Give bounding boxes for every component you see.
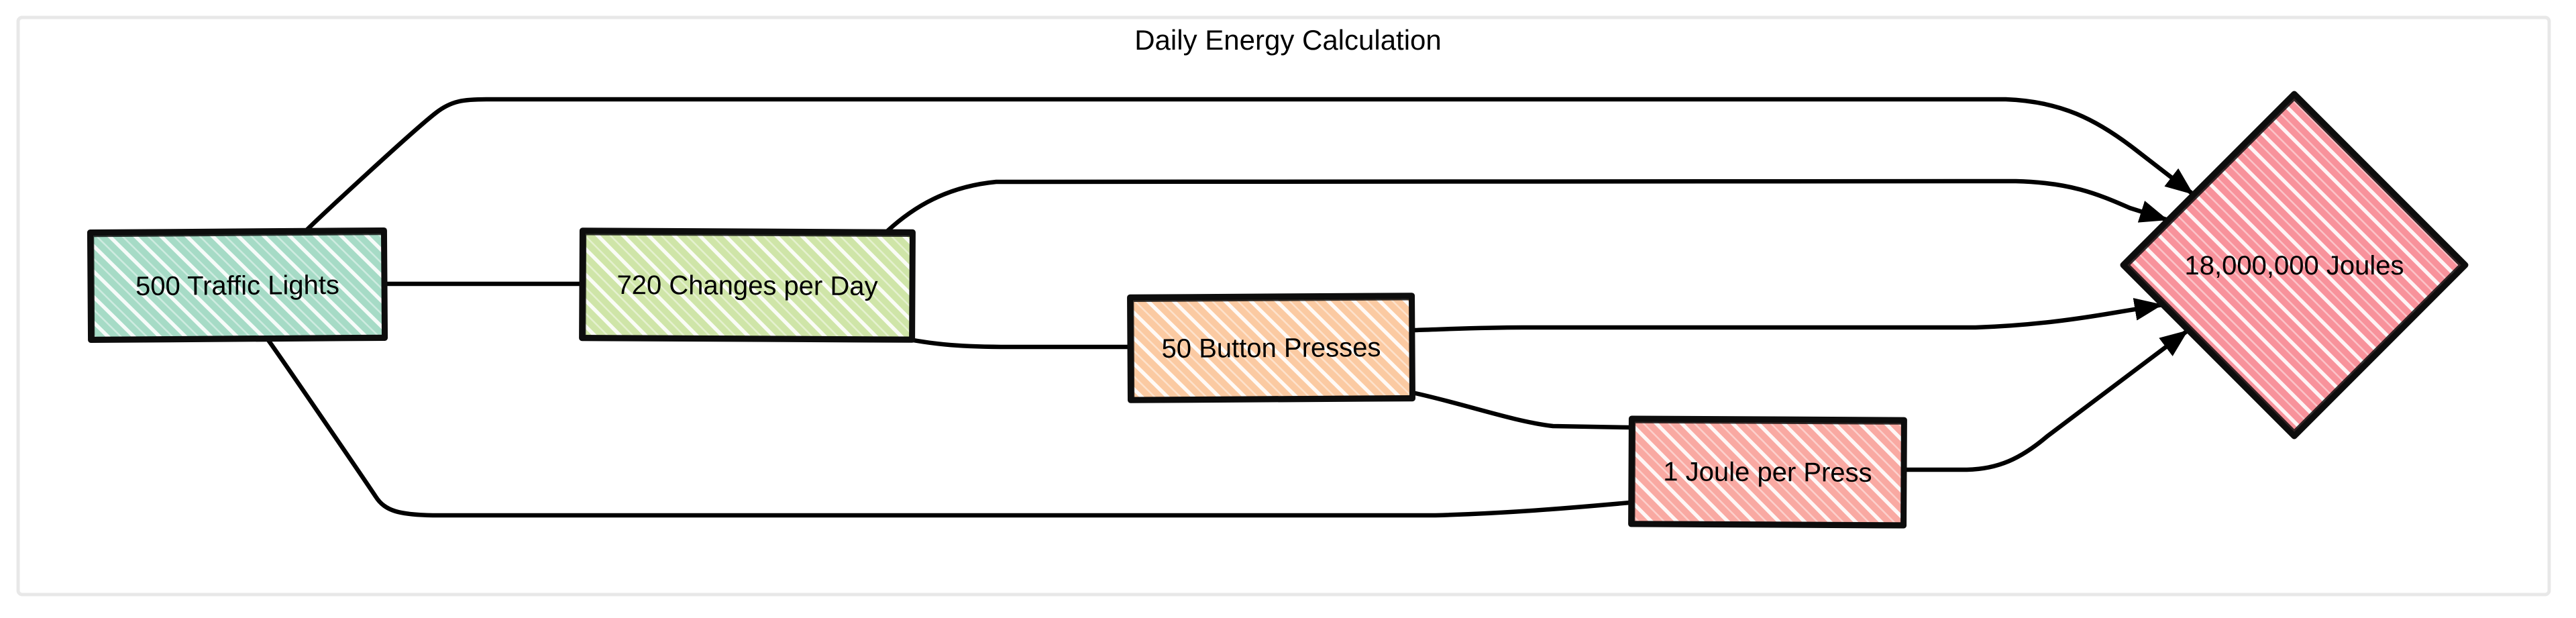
edge-presses-to-joule bbox=[1409, 390, 1633, 430]
edge-changes-to-result bbox=[884, 178, 2171, 234]
diagram-title: Daily Energy Calculation bbox=[1134, 24, 1442, 56]
node-720-changes-per-day: 720 Changes per Day bbox=[579, 227, 916, 343]
node-result-joules: 18,000,000 Joules bbox=[2120, 91, 2469, 440]
edges-layer bbox=[266, 97, 2196, 518]
node-label-presses: 50 Button Presses bbox=[1161, 333, 1381, 364]
node-label-joule: 1 Joule per Press bbox=[1663, 457, 1872, 488]
edge-presses-to-result bbox=[1411, 298, 2165, 333]
node-label-traffic-lights: 500 Traffic Lights bbox=[136, 270, 339, 301]
canvas-frame bbox=[16, 15, 2551, 597]
node-label-changes: 720 Changes per Day bbox=[616, 270, 877, 301]
node-1-joule-per-press: 1 Joule per Press bbox=[1628, 415, 1907, 529]
node-500-traffic-lights: 500 Traffic Lights bbox=[87, 227, 388, 344]
edge-traffic-lights-to-result bbox=[303, 97, 2196, 234]
node-50-button-presses: 50 Button Presses bbox=[1127, 293, 1415, 403]
edge-joule-to-result bbox=[1904, 327, 2191, 472]
edge-changes-to-presses bbox=[896, 335, 1132, 350]
edge-traffic-lights-to-joule-bottom bbox=[266, 338, 1633, 518]
node-label-result: 18,000,000 Joules bbox=[2185, 251, 2404, 280]
